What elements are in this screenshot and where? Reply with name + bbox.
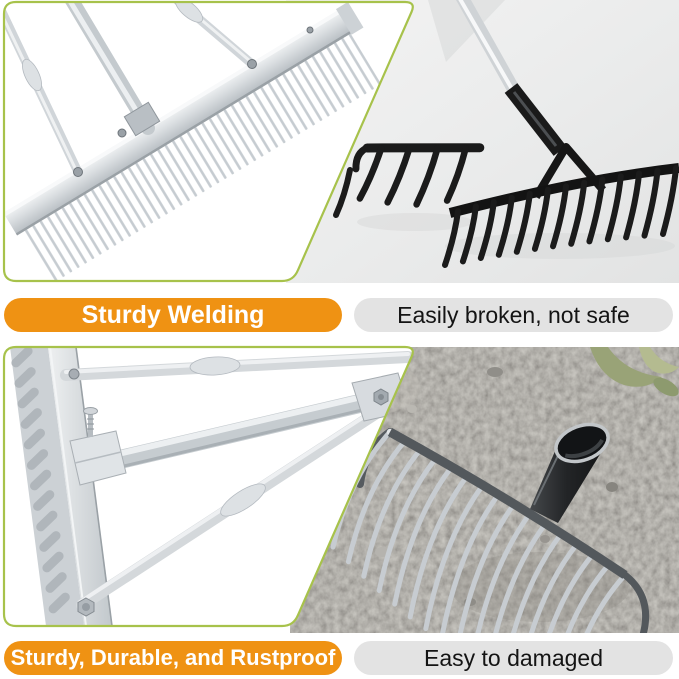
rake-head-bar <box>387 428 628 579</box>
top-brace-bar <box>60 351 413 381</box>
foliage <box>590 347 679 397</box>
rake-handle <box>456 0 567 156</box>
broken-head-fragment <box>333 143 485 218</box>
tine-slots <box>11 347 70 614</box>
handle-tube <box>78 385 406 477</box>
banner-sturdy-durable-rustproof: Sturdy, Durable, and Rustproof <box>4 641 342 675</box>
detached-tine <box>333 167 353 218</box>
banner-label: Easy to damaged <box>423 644 603 671</box>
banner-label: Sturdy, Durable, and Rustproof <box>10 645 336 670</box>
rake-tines <box>442 165 679 268</box>
rake-tines <box>23 33 382 281</box>
bow-bracket <box>532 143 607 200</box>
bar-end-cap <box>335 2 364 35</box>
aluminum-rake-panel <box>2 0 414 283</box>
vertical-screw <box>83 407 98 437</box>
fragment-shadow <box>357 213 473 231</box>
bottom-brace-bar <box>76 389 410 611</box>
rake-head-bar <box>4 5 360 236</box>
aluminum-rake-graphic <box>4 2 382 281</box>
galvanized-bow-rake <box>330 422 650 633</box>
broken-rake-photo <box>286 0 679 283</box>
panel-green-border <box>2 0 414 283</box>
joint-screw <box>68 368 80 380</box>
support-braces <box>4 2 257 177</box>
head-bar-face <box>48 347 112 626</box>
socket-opening <box>554 422 610 464</box>
handle-socket-cone <box>530 422 610 523</box>
banner-sturdy-welding: Sturdy Welding <box>4 298 342 332</box>
rake-head-bar <box>448 163 679 218</box>
tube-bracket <box>123 101 161 137</box>
panel-green-border <box>2 345 414 628</box>
welded-joint-panel <box>2 345 414 628</box>
screws <box>73 26 314 177</box>
banner-label: Sturdy Welding <box>81 300 265 329</box>
broken-rake <box>442 0 679 268</box>
banner-easily-broken: Easily broken, not safe <box>354 298 673 332</box>
banner-label: Easily broken, not safe <box>397 301 630 328</box>
clamp-bracket <box>69 430 127 486</box>
right-bow-arm <box>621 571 650 633</box>
banner-easy-to-damaged: Easy to damaged <box>354 641 673 675</box>
hex-bolt <box>77 597 95 617</box>
